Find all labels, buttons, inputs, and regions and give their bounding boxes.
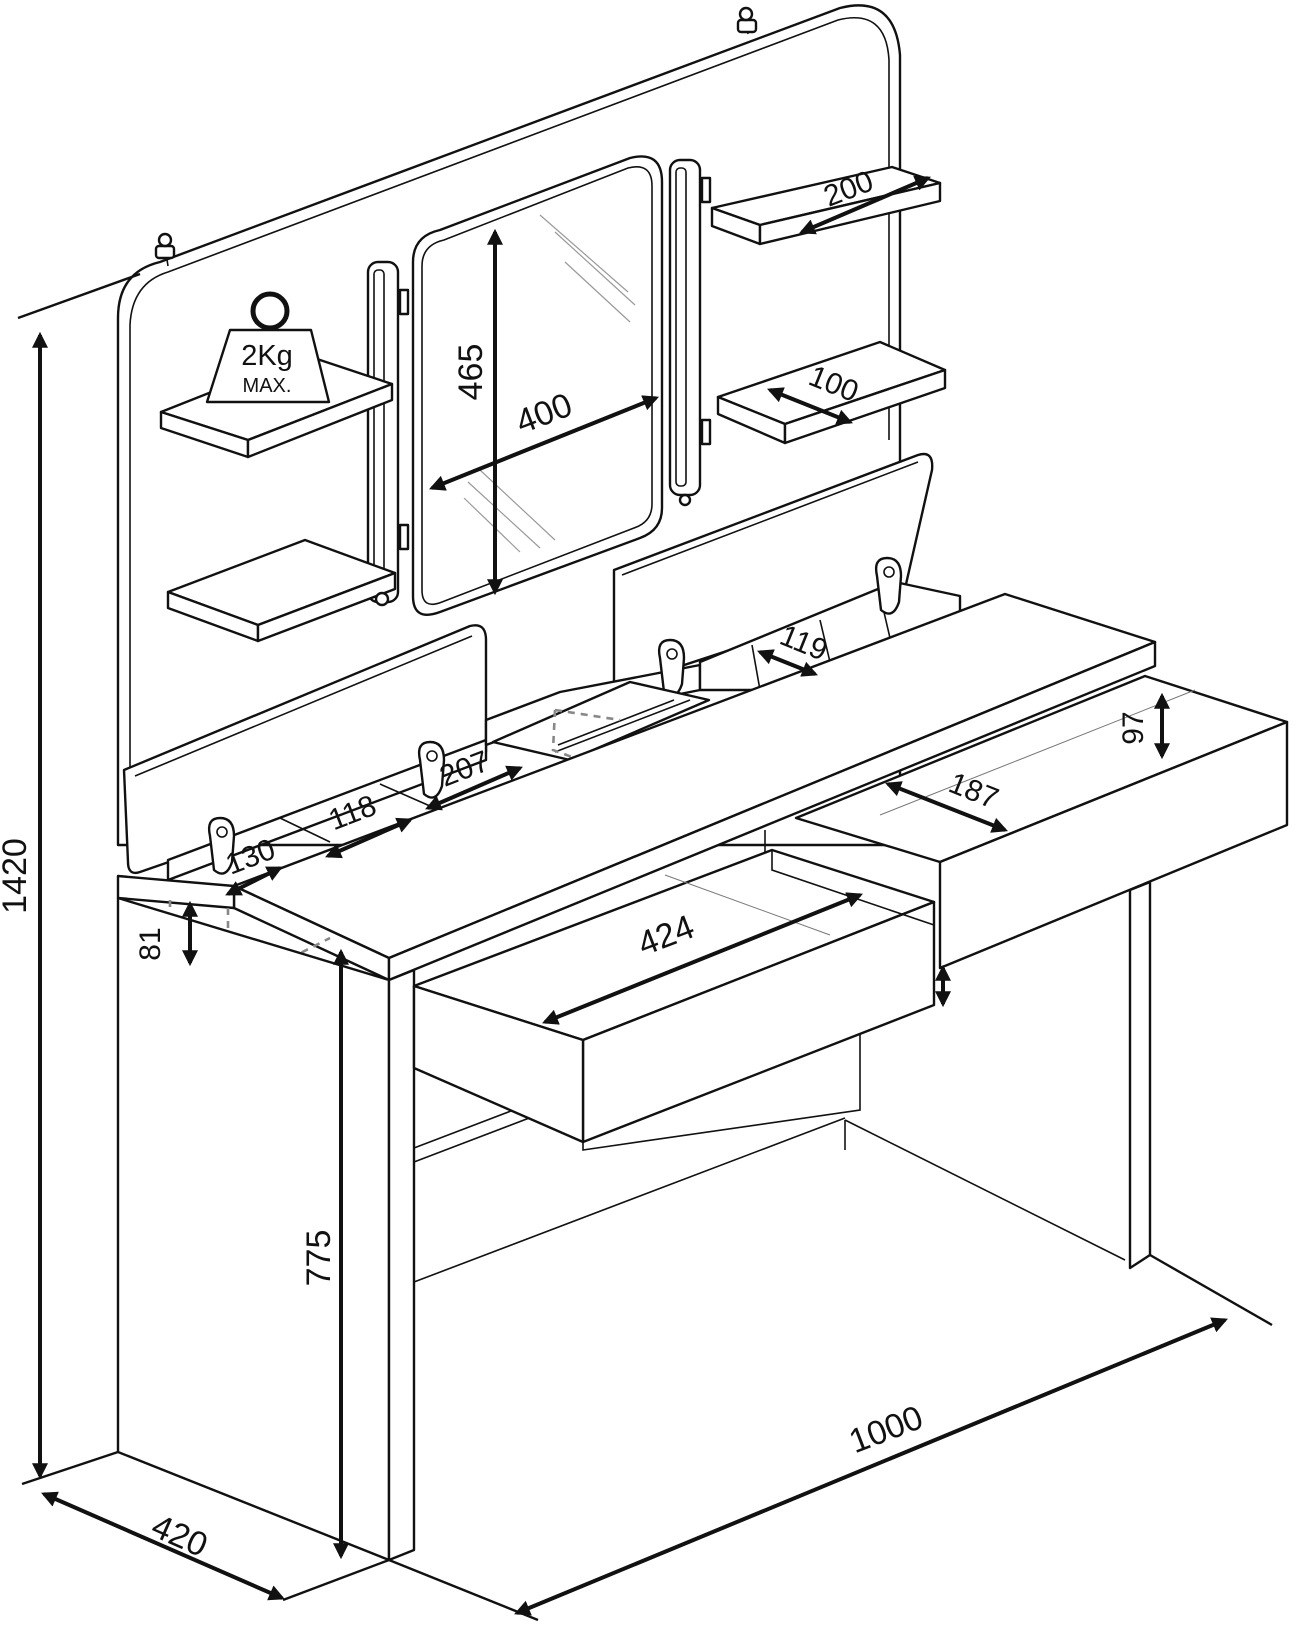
shelf-lower-left	[166, 538, 397, 643]
hinge-icon	[874, 556, 903, 615]
dim-overall-height: 1420	[0, 838, 34, 914]
right-vertical-rail	[668, 158, 712, 507]
hinge-icon	[207, 816, 236, 875]
wall-screw-left-icon	[154, 232, 176, 267]
dim-width: 1000	[844, 1398, 928, 1461]
weight-block	[205, 328, 331, 404]
dim-depth: 420	[146, 1507, 213, 1565]
dim-mirror-height: 465	[452, 344, 490, 401]
weight-value: 2Kg	[241, 340, 293, 372]
weight-limit-badge: 2Kg MAX.	[205, 291, 331, 404]
organizer-lid-right	[612, 452, 934, 690]
left-side-panel	[116, 896, 416, 1562]
dimension-arrows	[32, 175, 1228, 1616]
weight-caption: MAX.	[243, 375, 292, 397]
dim-desk-height: 775	[300, 1230, 338, 1287]
sliding-tray	[491, 680, 711, 762]
extension-lines	[17, 272, 1273, 1622]
mirror	[411, 155, 664, 616]
dim-right-drawer-height: 97	[1117, 711, 1150, 744]
wall-screw-right-icon	[736, 6, 758, 35]
weight-ring-icon	[250, 291, 290, 331]
dim-compartment-depth: 81	[134, 927, 167, 960]
hinge-icon	[657, 638, 686, 697]
